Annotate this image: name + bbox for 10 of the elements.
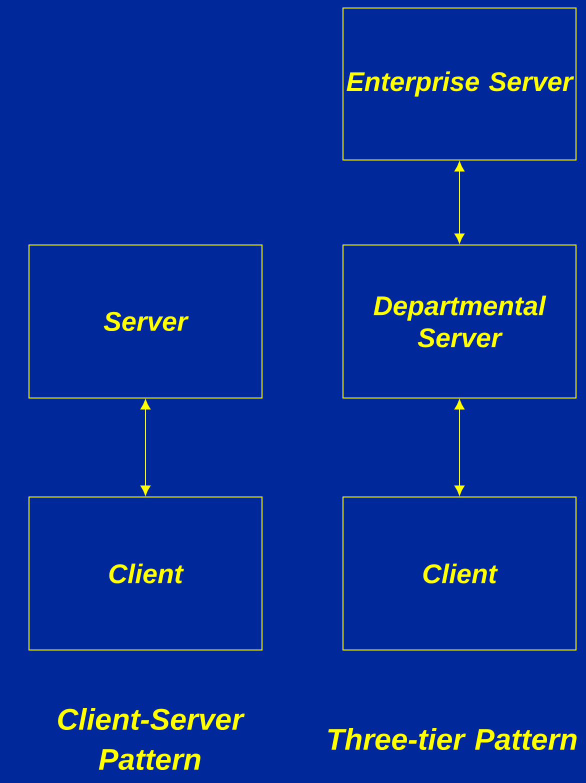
box: Server — [28, 244, 262, 398]
arrow — [454, 400, 464, 496]
box: Client — [28, 496, 262, 650]
box: Client — [342, 496, 576, 650]
arrow — [140, 400, 150, 496]
caption: Client-Server Pattern — [58, 708, 245, 770]
arrow — [454, 162, 464, 244]
box: Enterprise Server — [342, 8, 576, 160]
caption: Three-tier Pattern — [328, 728, 577, 750]
box: Departmental Server — [342, 244, 576, 398]
